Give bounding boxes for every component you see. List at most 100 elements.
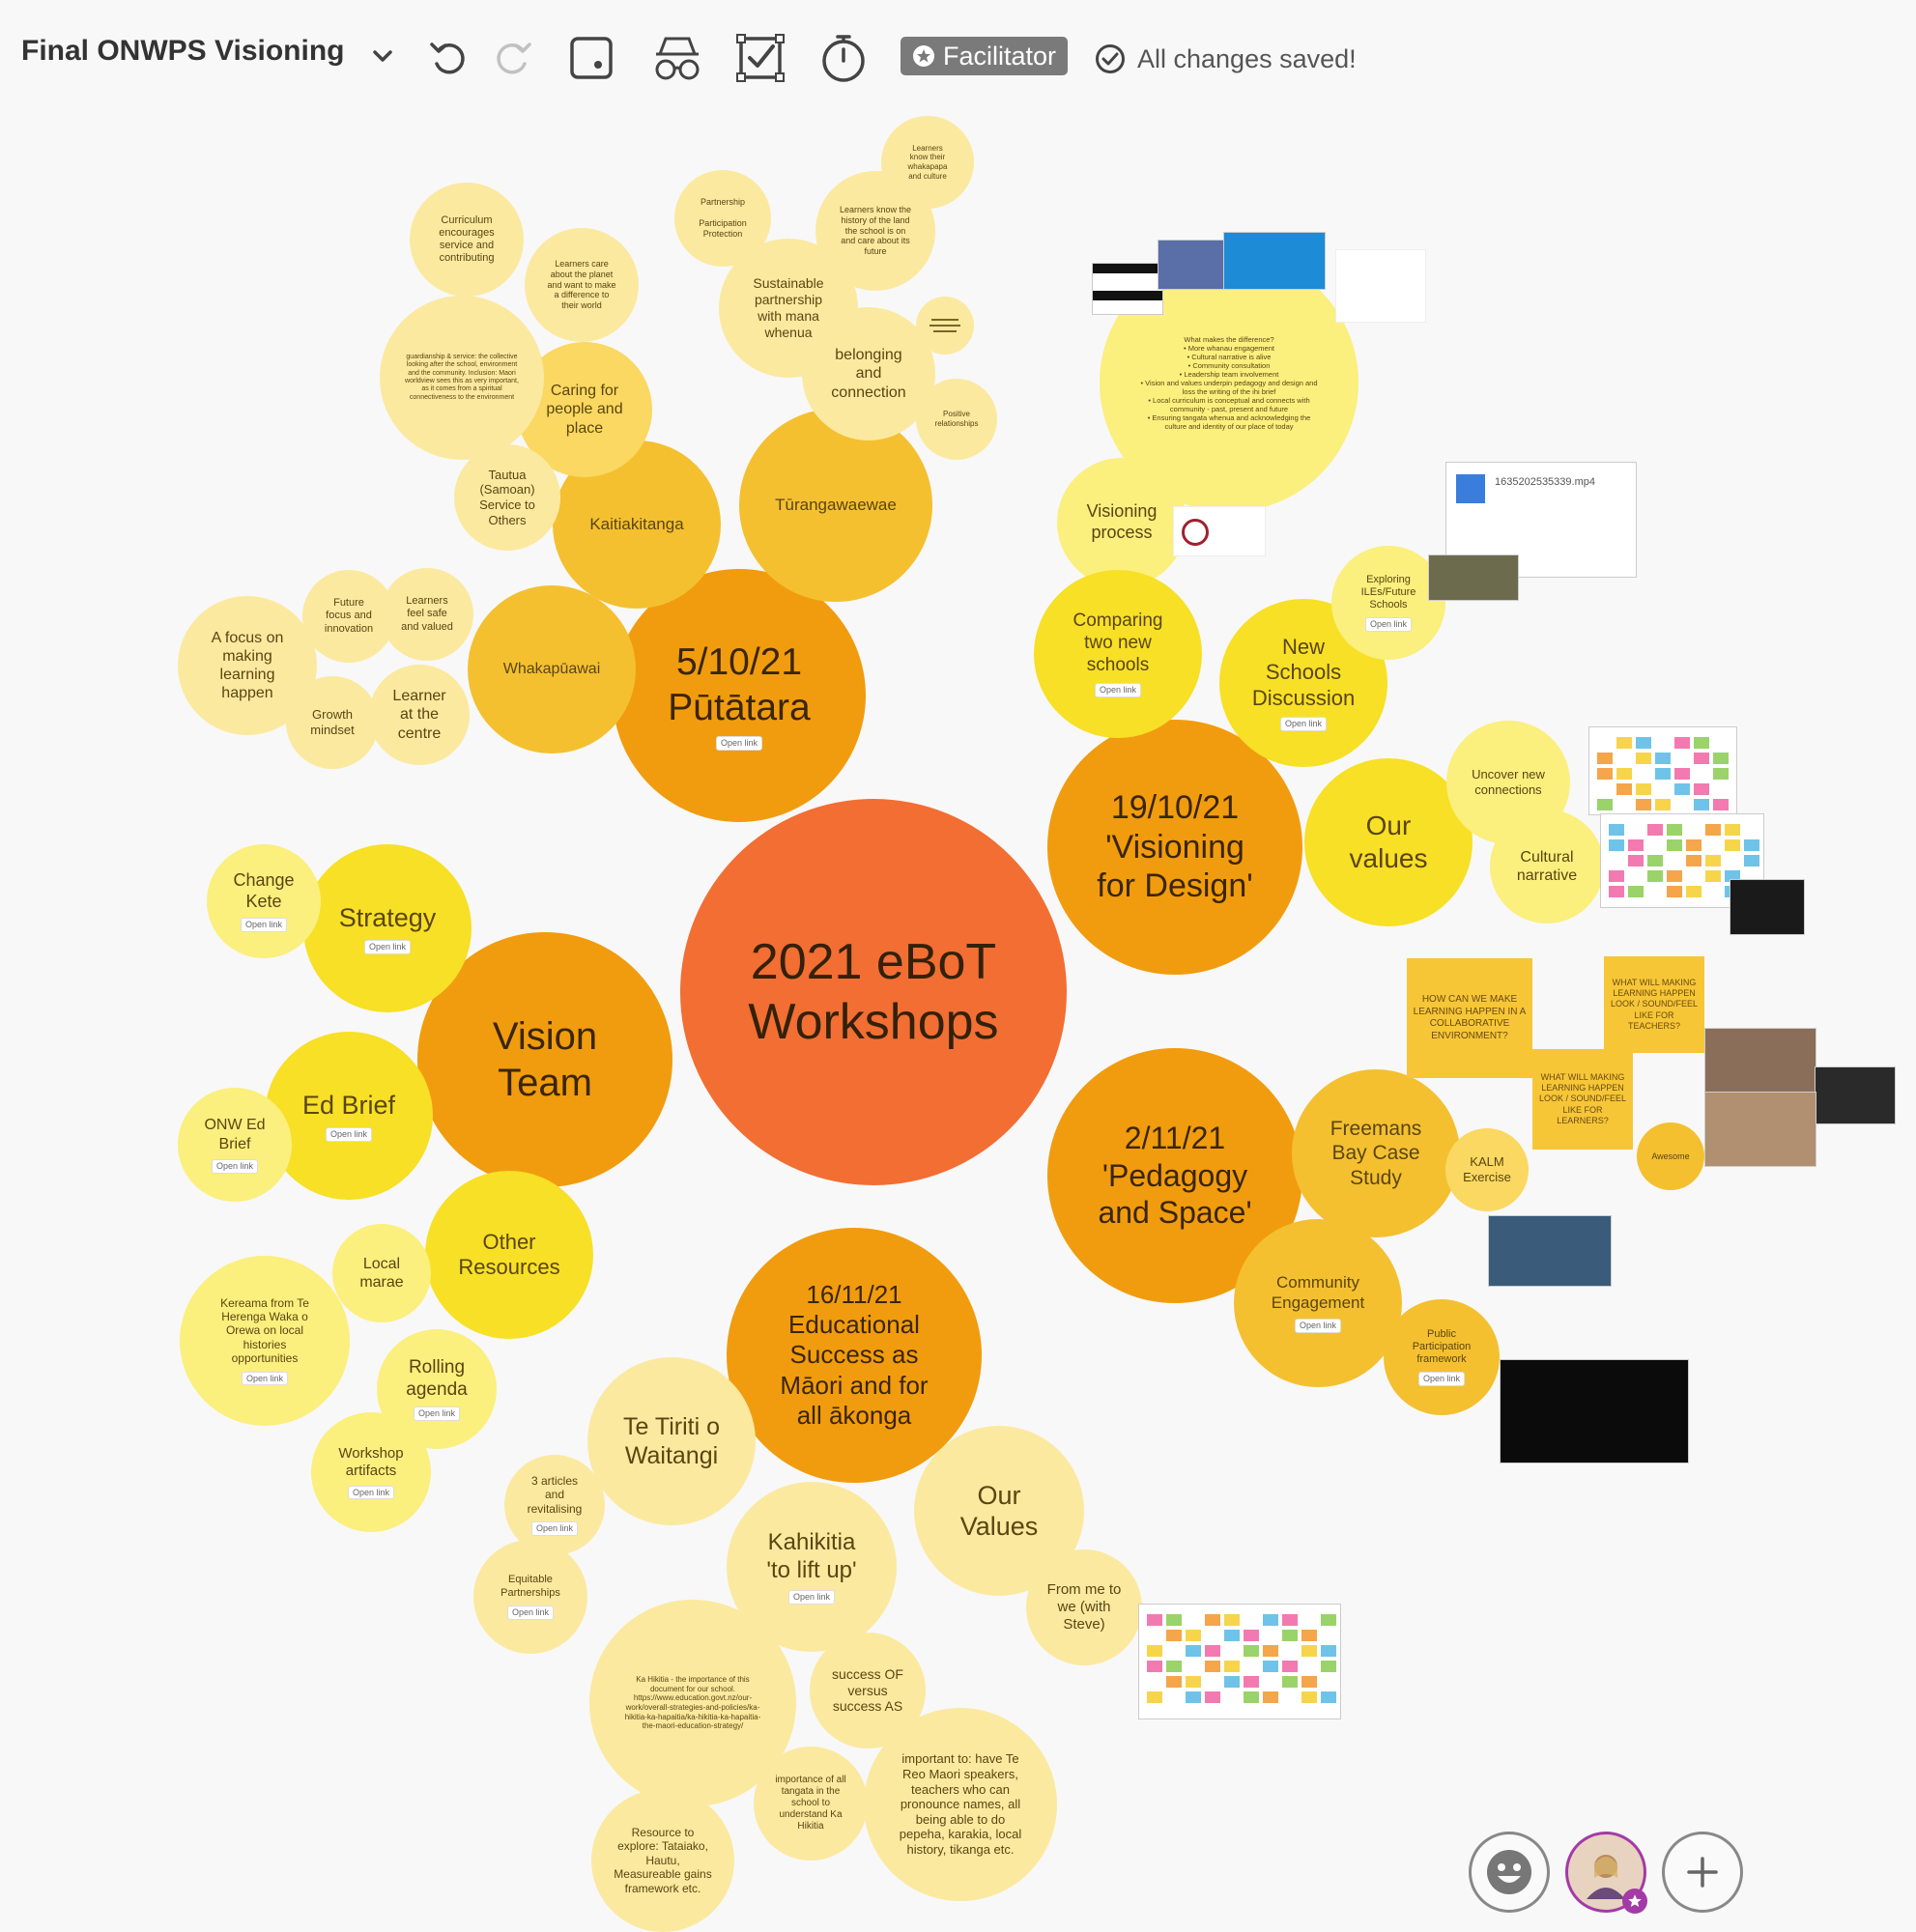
- bubble-tautua[interactable]: Tautua (Samoan) Service to Others: [454, 444, 560, 551]
- note-icon[interactable]: [916, 297, 974, 355]
- bubble-learners-know[interactable]: Learners know the history of the land th…: [815, 171, 935, 291]
- mini-sticky-note: [1647, 824, 1663, 836]
- logo-thumbnail[interactable]: [1335, 249, 1426, 323]
- mini-sticky-note: [1166, 1614, 1182, 1626]
- bubble-resource[interactable]: Resource to explore: Tataiako, Hautu, Me…: [591, 1789, 734, 1932]
- avatar[interactable]: [1565, 1832, 1647, 1914]
- bubble-change-kete[interactable]: Change Kete Open link: [207, 844, 321, 958]
- sticky-note-question[interactable]: HOW CAN WE MAKE LEARNING HAPPEN IN A COL…: [1407, 958, 1532, 1078]
- facilitator-star-icon: [1622, 1889, 1647, 1914]
- sticky-board-thumbnail[interactable]: [1588, 726, 1737, 815]
- timer-icon[interactable]: [815, 29, 872, 87]
- open-link-button[interactable]: Open link: [211, 1158, 259, 1174]
- bubble-future[interactable]: Future focus and innovation: [302, 570, 395, 663]
- open-link-button[interactable]: Open link: [530, 1521, 579, 1536]
- bubble-exploring[interactable]: Exploring ILEs/Future Schools Open link: [1331, 546, 1445, 660]
- bubble-public[interactable]: Public Participation framework Open link: [1384, 1299, 1500, 1415]
- mini-sticky-note: [1667, 839, 1682, 851]
- open-link-button[interactable]: Open link: [363, 939, 412, 954]
- slide-thumbnail[interactable]: [1158, 240, 1227, 290]
- hub-visioning[interactable]: 19/10/21 'Visioning for Design': [1047, 720, 1302, 975]
- mini-sticky-note: [1205, 1661, 1220, 1672]
- voting-icon[interactable]: [731, 29, 789, 87]
- bubble-comparing[interactable]: Comparing two new schools Open link: [1034, 570, 1202, 738]
- presentation-icon[interactable]: [647, 31, 707, 85]
- chevron-down-icon[interactable]: [365, 39, 400, 73]
- open-link-button[interactable]: Open link: [347, 1485, 395, 1500]
- bubble-equitable[interactable]: Equitable Partnerships Open link: [473, 1540, 587, 1654]
- bubble-partnership[interactable]: Partnership Participation Protection: [674, 170, 771, 267]
- root-bubble[interactable]: 2021 eBoT Workshops: [680, 799, 1067, 1185]
- bubble-importance[interactable]: importance of all tangata in the school …: [754, 1747, 868, 1861]
- redo-icon[interactable]: [488, 35, 536, 81]
- sticky-note-question[interactable]: WHAT WILL MAKING LEARNING HAPPEN LOOK / …: [1532, 1049, 1633, 1150]
- bubble-whakapapa[interactable]: Learners know their whakapapa and cultur…: [881, 116, 974, 209]
- bubble-local-marae[interactable]: Local marae: [332, 1224, 431, 1322]
- hub-putatara[interactable]: 5/10/21 Pūtātara Open link: [613, 569, 866, 822]
- bubble-other-resources[interactable]: Other Resources: [425, 1171, 593, 1339]
- bubble-whakapuawai[interactable]: Whakapūawai: [468, 585, 636, 753]
- logo-thumbnail[interactable]: [1173, 506, 1266, 556]
- bubble-turangawaewae[interactable]: Tūrangawaewae: [739, 409, 932, 602]
- bubble-onw-ed-brief[interactable]: ONW Ed Brief Open link: [178, 1088, 292, 1202]
- open-link-button[interactable]: Open link: [506, 1605, 555, 1620]
- slide-thumbnail[interactable]: [1223, 232, 1326, 290]
- open-link-button[interactable]: Open link: [1364, 617, 1413, 633]
- bubble-from-me[interactable]: From me to we (with Steve): [1026, 1549, 1142, 1665]
- reaction-button[interactable]: [1469, 1832, 1550, 1913]
- bubble-positive[interactable]: Positive relationships: [916, 379, 997, 460]
- bubble-important[interactable]: important to: have Te Reo Maori speakers…: [864, 1708, 1057, 1901]
- sticky-board-thumbnail[interactable]: [1500, 1359, 1689, 1463]
- facilitator-button[interactable]: Facilitator: [901, 37, 1069, 75]
- bubble-cultural[interactable]: Cultural narrative: [1490, 810, 1604, 923]
- open-link-button[interactable]: Open link: [241, 1371, 289, 1386]
- open-link-button[interactable]: Open link: [1094, 682, 1142, 697]
- mini-sticky-note: [1686, 855, 1702, 867]
- bubble-visioning-process[interactable]: Visioning process: [1057, 458, 1187, 587]
- bubble-workshop[interactable]: Workshop artifacts Open link: [311, 1412, 431, 1532]
- bubble-three-articles[interactable]: 3 articles and revitalising Open link: [504, 1455, 605, 1555]
- bubble-learners-care[interactable]: Learners care about the planet and want …: [525, 228, 639, 342]
- open-link-button[interactable]: Open link: [1417, 1372, 1466, 1387]
- hub-vision-team[interactable]: Vision Team: [417, 932, 672, 1187]
- sticky-board-thumbnail[interactable]: [1138, 1604, 1341, 1719]
- bubble-belonging[interactable]: belonging and connection: [802, 307, 935, 440]
- undo-icon[interactable]: [425, 35, 473, 81]
- bubble-learners-safe[interactable]: Learners feel safe and valued: [381, 568, 473, 661]
- bubble-growth[interactable]: Growth mindset: [286, 676, 379, 769]
- open-link-button[interactable]: Open link: [240, 918, 288, 932]
- photo-thumbnail[interactable]: [1815, 1066, 1896, 1124]
- bubble-awesome[interactable]: Awesome: [1637, 1122, 1704, 1190]
- photo-thumbnail[interactable]: [1704, 1092, 1816, 1167]
- bubble-learner-centre[interactable]: Learner at the centre: [369, 665, 470, 765]
- open-link-button[interactable]: Open link: [787, 1590, 836, 1605]
- bubble-curriculum[interactable]: Curriculum encourages service and contri…: [410, 183, 524, 297]
- bubble-te-tiriti[interactable]: Te Tiriti o Waitangi: [587, 1357, 756, 1525]
- photo-thumbnail[interactable]: [1428, 554, 1519, 601]
- bubble-community[interactable]: Community Engagement Open link: [1234, 1219, 1402, 1387]
- frame-icon[interactable]: [565, 32, 617, 84]
- bubble-strategy[interactable]: Strategy Open link: [303, 844, 472, 1012]
- open-link-button[interactable]: Open link: [1279, 717, 1328, 731]
- mini-sticky-note: [1636, 737, 1651, 749]
- bubble-kereama[interactable]: Kereama from Te Herenga Waka o Orewa on …: [180, 1256, 350, 1426]
- slide-thumbnail[interactable]: [1092, 263, 1163, 315]
- sticky-board-thumbnail[interactable]: [1488, 1215, 1612, 1287]
- bubble-ed-brief[interactable]: Ed Brief Open link: [265, 1032, 433, 1200]
- open-link-button[interactable]: Open link: [1294, 1318, 1342, 1333]
- open-link-button[interactable]: Open link: [715, 736, 763, 752]
- photo-thumbnail[interactable]: [1704, 1028, 1816, 1094]
- bubble-guardianship[interactable]: guardianship & service: the collective l…: [380, 296, 544, 460]
- bubble-freemans[interactable]: Freemans Bay Case Study: [1292, 1069, 1460, 1237]
- add-button[interactable]: [1662, 1832, 1743, 1913]
- bubble-our-values[interactable]: Our values: [1304, 758, 1473, 926]
- hub-educational[interactable]: 16/11/21 Educational Success as Māori an…: [727, 1228, 982, 1483]
- video-file-card[interactable]: 1635202535339.mp4: [1445, 462, 1637, 578]
- board-title[interactable]: Final ONWPS Visioning: [21, 35, 345, 67]
- video-thumbnail[interactable]: [1730, 879, 1805, 935]
- open-link-button[interactable]: Open link: [413, 1406, 461, 1422]
- mini-sticky-note: [1166, 1676, 1182, 1688]
- open-link-button[interactable]: Open link: [325, 1126, 373, 1142]
- bubble-kalm[interactable]: KALM Exercise: [1445, 1128, 1529, 1211]
- sticky-note-question[interactable]: WHAT WILL MAKING LEARNING HAPPEN LOOK / …: [1604, 956, 1704, 1053]
